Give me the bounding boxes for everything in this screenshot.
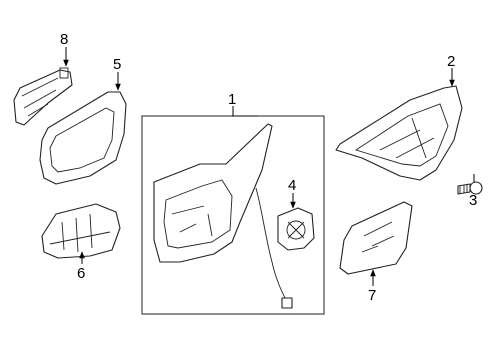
part-8-trim-cap <box>13 67 73 126</box>
callout-6: 6 <box>77 265 85 282</box>
callout-8: 8 <box>60 31 68 48</box>
leader-lines <box>63 47 475 286</box>
callout-3: 3 <box>469 192 477 209</box>
part-3-bolt <box>457 181 483 195</box>
callout-5: 5 <box>113 56 121 73</box>
callout-4: 4 <box>288 177 296 194</box>
part-6-lower-housing <box>41 203 121 259</box>
part-5-mirror-cover <box>39 91 127 185</box>
callout-1: 1 <box>228 91 236 108</box>
callout-2: 2 <box>447 53 455 70</box>
callout-labels: 1 2 3 4 5 6 7 8 <box>60 31 477 304</box>
callout-7: 7 <box>368 287 376 304</box>
part-2-base-bracket <box>335 85 463 181</box>
part-4-actuator-plate <box>277 207 315 251</box>
part-7-mirror-glass <box>339 201 413 275</box>
